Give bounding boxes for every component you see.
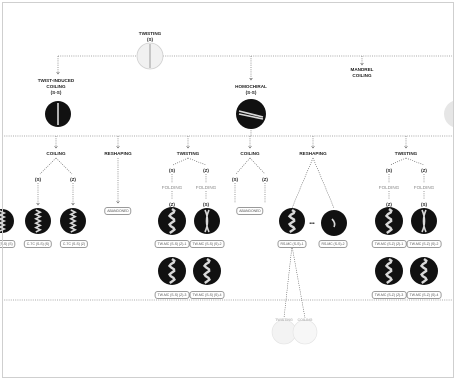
ghost-twisting-label: TWISTING xyxy=(275,318,293,322)
tw-r2-node xyxy=(411,208,437,234)
connector xyxy=(291,157,314,209)
tag-s-coil: (S) xyxy=(34,177,42,182)
pill-tw-r3: TW-MC (S-Z) (Z)-3 xyxy=(371,291,407,299)
branch-coiling-left: COILING xyxy=(46,151,66,156)
ghost-twisting-node xyxy=(271,319,297,345)
connector xyxy=(249,157,266,175)
tag-s-twr2: (S) xyxy=(420,202,428,207)
arrowhead xyxy=(54,145,58,149)
branch-twisting-right: TWISTING xyxy=(394,151,418,156)
twist-induced-coiling-node xyxy=(45,101,71,127)
twist-induced-coiling-sub: (S-S) xyxy=(50,90,62,95)
tag-z-tw2: (Z) xyxy=(169,202,175,207)
branch-reshaping-mid: RESHAPING xyxy=(299,151,327,156)
homochiral-sub: (S-S) xyxy=(245,90,257,95)
tag-z-coil: (Z) xyxy=(70,177,76,182)
ghost-coiling-node xyxy=(292,319,318,345)
homochiral-node xyxy=(236,99,266,129)
tw-r3-node xyxy=(375,257,403,285)
arrowhead xyxy=(116,145,120,149)
tag-s-tw: (S) xyxy=(168,168,176,173)
pill-left-edge: (S-S) (S) xyxy=(0,240,16,248)
connector xyxy=(312,157,335,209)
rs-2-node xyxy=(321,210,347,236)
arrowhead xyxy=(116,200,120,204)
pill-tw-s2: TW-MC (S-S) (S)-4 xyxy=(189,291,225,299)
tw-z1-node xyxy=(158,207,186,235)
rs-1-node xyxy=(279,208,305,234)
branch-reshaping-left: RESHAPING xyxy=(104,151,132,156)
connector xyxy=(55,157,73,175)
arrowhead xyxy=(249,77,253,81)
abandoned-pill-mid: ABANDONED xyxy=(236,207,264,215)
arrowhead xyxy=(311,145,315,149)
root-sub: (S) xyxy=(146,37,154,42)
homochiral-title: HOMOCHIRAL xyxy=(235,84,267,89)
connector xyxy=(389,157,407,166)
tc-z-node xyxy=(60,208,86,234)
tw-z2-node xyxy=(158,257,186,285)
arrowhead xyxy=(186,145,190,149)
left-edge-node xyxy=(0,209,14,233)
pill-tw-r1: TW-MC (S-Z) (Z)-1 xyxy=(371,240,407,248)
pill-tw-r2: TW-MC (S-Z) (S)-2 xyxy=(406,240,442,248)
root-title: TWISTING xyxy=(138,31,162,36)
twist-induced-coiling-title: TWIST-INDUCED COILING xyxy=(37,78,75,89)
tag-z-coilmid: (Z) xyxy=(262,177,268,182)
abandoned-pill-left: ABANDONED xyxy=(104,207,132,215)
pill-tc-s: C-TC (S-S) (S) xyxy=(23,240,53,248)
tag-s-twr: (S) xyxy=(385,168,393,173)
folding-label-3: FOLDING xyxy=(378,185,400,190)
folding-label-4: FOLDING xyxy=(413,185,435,190)
pill-tw-s1: TW-MC (S-S) (S)-2 xyxy=(189,240,225,248)
pill-rs-1: RS-MC (S-S)-1 xyxy=(277,240,307,248)
tag-z-twr2: (Z) xyxy=(386,202,392,207)
arrowhead xyxy=(36,202,40,206)
tw-r4-node xyxy=(410,257,438,285)
pill-tw-z2: TW-MC (S-S) (Z)-3 xyxy=(154,291,190,299)
connector xyxy=(235,157,251,175)
arrowhead xyxy=(71,202,75,206)
folding-label-1: FOLDING xyxy=(161,185,183,190)
ghost-connector xyxy=(283,245,293,319)
tag-s-tw2: (S) xyxy=(202,202,210,207)
mandrel-coiling-title: MANDREL COILING xyxy=(350,67,374,78)
mandrel-edge-node xyxy=(444,100,454,128)
branch-coiling-mid: COILING xyxy=(240,151,260,156)
pill-rs-2: RS-MC (S-S)-2 xyxy=(318,240,348,248)
arrowhead xyxy=(248,145,252,149)
connector xyxy=(405,157,425,166)
more-ellipsis: ••• xyxy=(309,221,315,227)
tw-s1-node xyxy=(194,208,220,234)
connector xyxy=(39,157,57,175)
pill-tw-r4: TW-MC (S-Z) (S)-4 xyxy=(406,291,442,299)
branch-twisting-mid: TWISTING xyxy=(176,151,200,156)
tag-z-twr: (Z) xyxy=(421,168,427,173)
arrowhead xyxy=(404,145,408,149)
arrowhead xyxy=(56,71,60,75)
pill-tc-z: C-TC (S-S) (Z) xyxy=(59,240,89,248)
tc-s-node xyxy=(25,208,51,234)
connector xyxy=(172,157,189,166)
ghost-connector xyxy=(291,245,306,319)
arrowhead xyxy=(360,62,364,66)
connector xyxy=(187,157,207,166)
ghost-coiling-label: COILING xyxy=(297,318,313,322)
tag-s-coilmid: (S) xyxy=(231,177,239,182)
folding-label-2: FOLDING xyxy=(195,185,217,190)
pill-tw-z1: TW-MC (S-S) (Z)-1 xyxy=(154,240,190,248)
tw-r1-node xyxy=(375,207,403,235)
tag-z-tw: (Z) xyxy=(203,168,209,173)
tw-s2-node xyxy=(193,257,221,285)
